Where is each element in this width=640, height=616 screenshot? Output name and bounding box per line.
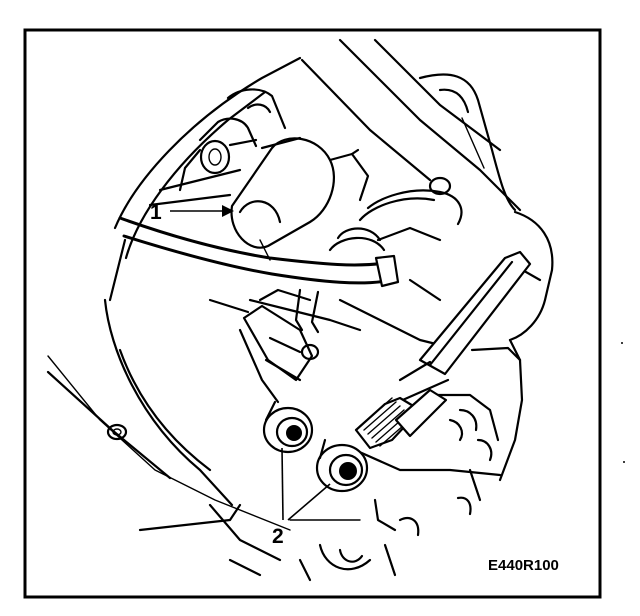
housing-outline [46, 38, 554, 582]
callout-leaders [170, 205, 331, 521]
linkage-assembly [208, 226, 462, 404]
callout-2: 2 [272, 525, 284, 548]
gear-sector [354, 388, 448, 450]
scan-speck [623, 461, 625, 463]
mounting-bracket [148, 88, 287, 207]
callout-1: 1 [150, 201, 162, 224]
figure-code: E440R100 [488, 557, 559, 574]
wire-harness [118, 176, 463, 334]
scan-speck [621, 342, 623, 344]
bushing-right [315, 438, 369, 493]
bushing-left [262, 400, 314, 454]
actuator-cylinder [230, 136, 370, 261]
figure-frame [23, 28, 602, 599]
guide-rail [378, 250, 532, 412]
